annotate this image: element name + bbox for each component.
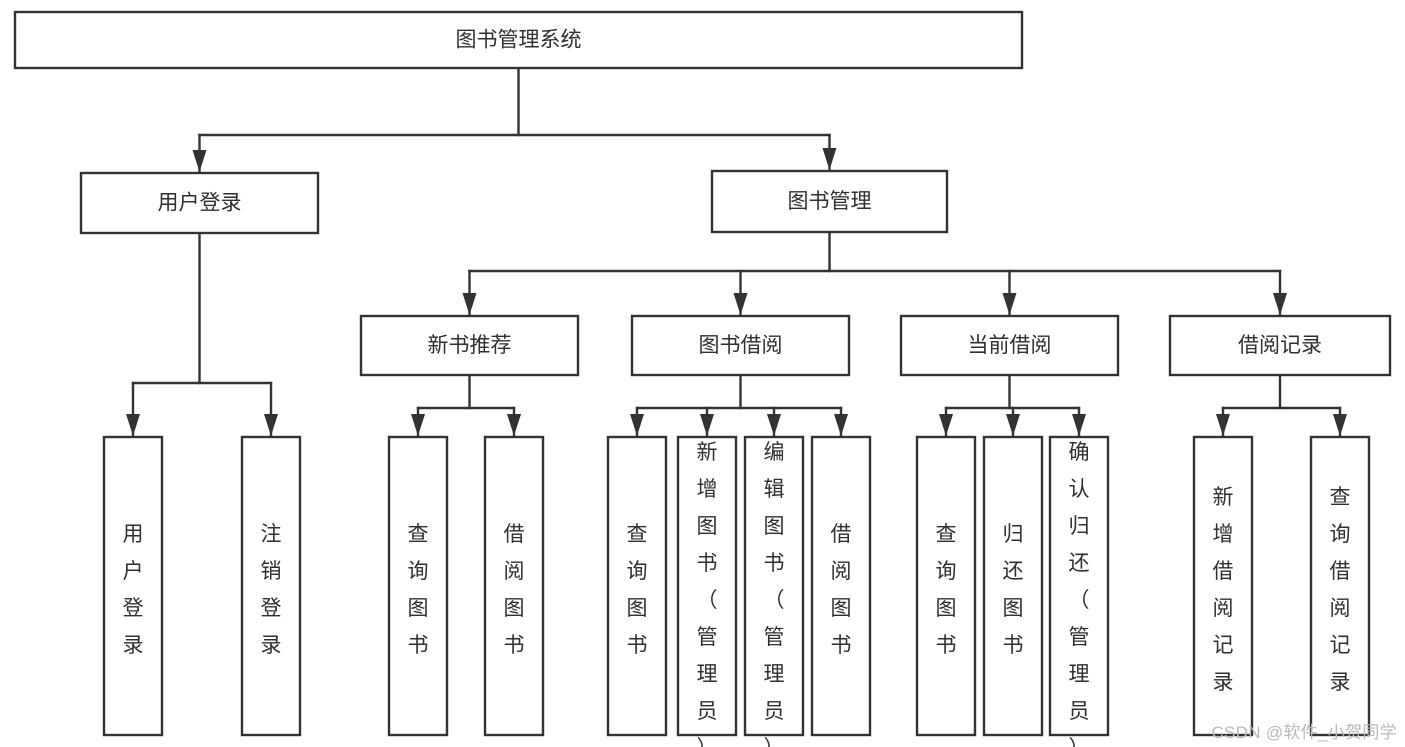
node-user-login[interactable]: 用户登录	[79, 171, 320, 235]
arrow-head-icon	[733, 293, 748, 315]
arrow-head-icon	[264, 414, 278, 436]
node-root[interactable]: 图书管理系统	[13, 10, 1024, 70]
arrow-head-icon	[939, 414, 953, 436]
node-user-login-label: 用户登录	[158, 192, 242, 215]
node-book-borrow[interactable]: 图书借阅	[630, 314, 851, 377]
node-new-book-recommend[interactable]: 新书推荐	[359, 314, 580, 377]
node-user-login-box[interactable]	[79, 171, 320, 235]
node-root-box[interactable]	[13, 10, 1024, 70]
node-leaf-edit-book-admin-box[interactable]	[743, 435, 805, 737]
node-leaf-query-borrow-record-box[interactable]	[1309, 435, 1371, 737]
node-current-borrow-label: 当前借阅	[968, 334, 1052, 357]
node-leaf-user-login-label: 用户登录	[123, 523, 144, 657]
node-leaf-logout-label: 注销登录	[261, 523, 282, 657]
node-leaf-query-books-recommend-label: 查询图书	[408, 523, 429, 657]
node-leaf-borrow-books-borrow-box[interactable]	[810, 435, 872, 737]
node-borrow-record[interactable]: 借阅记录	[1168, 314, 1392, 377]
node-leaf-return-books-label: 归还图书	[1003, 523, 1024, 657]
arrow-head-icon	[126, 414, 140, 436]
node-book-management-label: 图书管理	[788, 190, 872, 213]
arrow-head-icon	[462, 293, 477, 315]
node-leaf-borrow-books-recommend-box[interactable]	[483, 435, 545, 737]
arrow-head-icon	[767, 414, 781, 436]
node-leaf-query-borrow-record[interactable]: 查询借阅记录	[1309, 435, 1371, 737]
arrow-head-icon	[1072, 414, 1086, 436]
node-book-borrow-label: 图书借阅	[699, 334, 783, 357]
node-leaf-query-books-borrow-box[interactable]	[606, 435, 668, 737]
node-leaf-confirm-return-admin-box[interactable]	[1048, 435, 1110, 737]
node-leaf-add-book-admin-label: 新增图书（管理员）	[697, 441, 718, 747]
node-leaf-query-books-current-box[interactable]	[915, 435, 977, 737]
diagram-nodes: 图书管理系统用户登录图书管理新书推荐图书借阅当前借阅借阅记录用户登录注销登录查询…	[13, 10, 1392, 747]
node-leaf-borrow-books-recommend-label: 借阅图书	[504, 523, 525, 657]
node-leaf-add-book-admin-box[interactable]	[676, 435, 738, 737]
node-leaf-query-books-borrow-label: 查询图书	[627, 523, 648, 657]
node-leaf-logout[interactable]: 注销登录	[240, 435, 302, 737]
node-leaf-confirm-return-admin-label: 确认归还（管理员）	[1069, 441, 1090, 747]
arrow-head-icon	[1002, 293, 1017, 315]
node-leaf-borrow-books-borrow[interactable]: 借阅图书	[810, 435, 872, 737]
arrow-head-icon	[834, 414, 848, 436]
arrow-head-icon	[822, 148, 837, 170]
node-current-borrow[interactable]: 当前借阅	[899, 314, 1120, 377]
node-leaf-confirm-return-admin[interactable]: 确认归还（管理员）	[1048, 435, 1110, 747]
arrow-head-icon	[411, 414, 425, 436]
node-leaf-borrow-books-recommend[interactable]: 借阅图书	[483, 435, 545, 737]
node-leaf-add-book-admin[interactable]: 新增图书（管理员）	[676, 435, 738, 747]
arrow-head-icon	[1216, 414, 1230, 436]
node-leaf-query-books-current[interactable]: 查询图书	[915, 435, 977, 737]
node-book-borrow-box[interactable]	[630, 314, 851, 377]
node-leaf-query-books-recommend[interactable]: 查询图书	[387, 435, 449, 737]
node-leaf-add-borrow-record[interactable]: 新增借阅记录	[1192, 435, 1254, 737]
node-leaf-return-books-box[interactable]	[982, 435, 1044, 737]
node-book-management-box[interactable]	[710, 169, 949, 234]
node-leaf-logout-box[interactable]	[240, 435, 302, 737]
arrow-head-icon	[192, 150, 207, 172]
node-leaf-query-books-current-label: 查询图书	[936, 523, 957, 657]
node-borrow-record-box[interactable]	[1168, 314, 1392, 377]
arrow-head-icon	[1333, 414, 1347, 436]
node-leaf-query-borrow-record-label: 查询借阅记录	[1330, 486, 1351, 694]
node-new-book-recommend-box[interactable]	[359, 314, 580, 377]
connector-lines	[126, 66, 1347, 438]
node-leaf-user-login-box[interactable]	[102, 435, 164, 737]
node-leaf-user-login[interactable]: 用户登录	[102, 435, 164, 737]
node-leaf-query-books-borrow[interactable]: 查询图书	[606, 435, 668, 737]
node-new-book-recommend-label: 新书推荐	[428, 334, 512, 357]
node-leaf-edit-book-admin[interactable]: 编辑图书（管理员）	[743, 435, 805, 747]
arrow-head-icon	[1273, 293, 1287, 315]
watermark-text: CSDN @软件_小贺同学	[1211, 723, 1397, 742]
node-leaf-edit-book-admin-label: 编辑图书（管理员）	[764, 441, 785, 747]
node-borrow-record-label: 借阅记录	[1238, 334, 1322, 357]
node-leaf-borrow-books-borrow-label: 借阅图书	[831, 523, 852, 657]
arrow-head-icon	[630, 414, 644, 436]
node-leaf-add-borrow-record-box[interactable]	[1192, 435, 1254, 737]
node-leaf-add-borrow-record-label: 新增借阅记录	[1213, 486, 1234, 694]
arrow-head-icon	[1006, 414, 1020, 436]
node-leaf-query-books-recommend-box[interactable]	[387, 435, 449, 737]
node-leaf-return-books[interactable]: 归还图书	[982, 435, 1044, 737]
node-current-borrow-box[interactable]	[899, 314, 1120, 377]
arrow-head-icon	[507, 414, 521, 436]
node-book-management[interactable]: 图书管理	[710, 169, 949, 234]
arrow-head-icon	[700, 414, 714, 436]
node-root-label: 图书管理系统	[456, 29, 582, 52]
